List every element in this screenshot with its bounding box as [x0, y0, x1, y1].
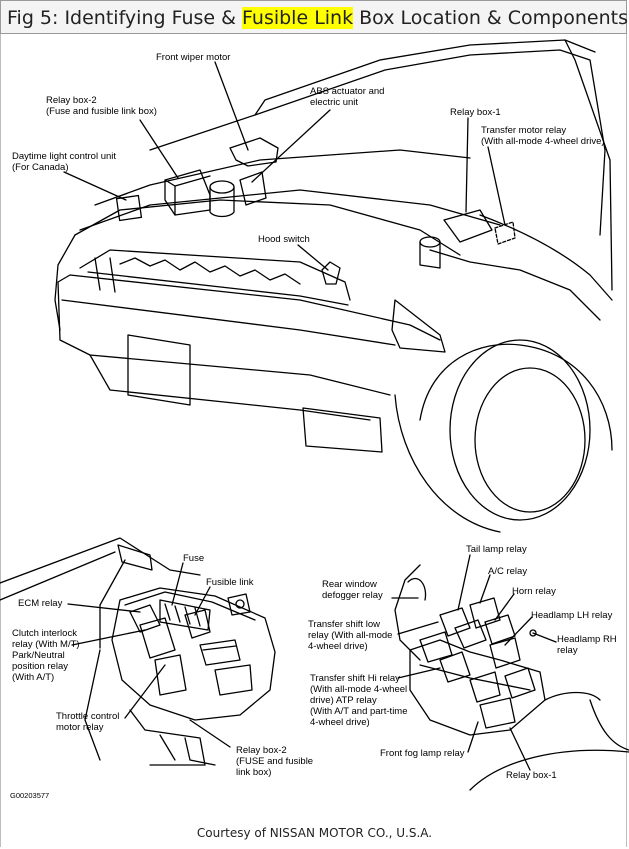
label-relay-box-2-fuse: Relay box-2 (FUSE and fusible link box) — [236, 745, 314, 778]
relay-box-1-drawing — [391, 554, 629, 791]
label-headlamp-rh-relay: Headlamp RH relay — [557, 634, 617, 656]
label-fuse: Fuse — [183, 553, 205, 564]
label-front-wiper-motor: Front wiper motor — [156, 52, 231, 63]
label-daytime-light-control-unit: Daytime light control unit (For Canada) — [12, 151, 117, 173]
figure-code: G00203577 — [10, 791, 50, 800]
label-ecm-relay: ECM relay — [18, 598, 63, 609]
label-fusible-link: Fusible link — [206, 577, 254, 588]
title-highlight: Fusible Link — [242, 7, 354, 29]
label-front-fog-lamp-relay: Front fog lamp relay — [380, 748, 465, 759]
label-horn-relay: Horn relay — [512, 586, 556, 597]
engine-bay-diagram — [0, 39, 629, 791]
relay-box-2-drawing — [0, 537, 276, 766]
label-clutch-interlock-relay: Clutch interlock relay (With M/T) Park/N… — [12, 628, 80, 683]
label-transfer-shift-hi-relay: Transfer shift Hi relay (With all-mode 4… — [310, 673, 408, 728]
vehicle-drawing — [54, 39, 613, 533]
figure-title: Fig 5: Identifying Fuse & Fusible Link B… — [7, 7, 628, 29]
label-transfer-motor-relay: Transfer motor relay (With all-mode 4-wh… — [481, 125, 605, 147]
label-throttle-control-motor-relay: Throttle control motor relay — [56, 711, 120, 733]
courtesy-credit: Courtesy of NISSAN MOTOR CO., U.S.A. — [196, 826, 433, 840]
label-hood-switch: Hood switch — [258, 234, 310, 245]
label-relay-box-2: Relay box-2 (Fuse and fusible link box) — [46, 95, 157, 117]
label-transfer-shift-low-relay: Transfer shift low relay (With all-mode … — [308, 619, 393, 652]
label-relay-box-1-detail: Relay box-1 — [506, 770, 557, 781]
label-headlamp-lh-relay: Headlamp LH relay — [531, 610, 613, 621]
label-ac-relay: A/C relay — [488, 566, 528, 577]
figure-title-bar: Fig 5: Identifying Fuse & Fusible Link B… — [0, 0, 628, 34]
title-text-before: Fig 5: Identifying Fuse & — [7, 7, 243, 29]
label-relay-box-1: Relay box-1 — [450, 107, 501, 118]
label-abs-actuator: ABS actuator and electric unit — [310, 86, 385, 108]
figure-frame — [0, 34, 627, 847]
label-rear-window-defogger-relay: Rear window defogger relay — [322, 579, 383, 601]
label-tail-lamp-relay: Tail lamp relay — [466, 544, 527, 555]
title-text-after: Box Location & Components — [353, 7, 628, 29]
